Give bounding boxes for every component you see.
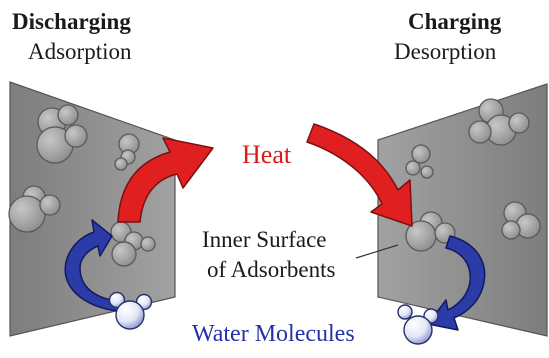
heat-arrow-left xyxy=(117,137,214,223)
right-pore-cluster xyxy=(405,98,541,252)
water-arrow-left xyxy=(64,219,133,313)
inner-surface-label-line1: Inner Surface xyxy=(202,227,327,252)
right-adsorbent-panel xyxy=(377,83,548,337)
left-adsorbent-panel xyxy=(8,81,176,337)
discharging-heading: Discharging xyxy=(12,9,131,34)
heat-arrow-right xyxy=(306,123,413,227)
water-molecules-label: Water Molecules xyxy=(192,321,355,347)
heat-label: Heat xyxy=(242,140,292,169)
inner-surface-label-line2: of Adsorbents xyxy=(207,257,336,282)
adsorption-label: Adsorption xyxy=(28,39,132,64)
inner-surface-leader-line xyxy=(355,244,399,259)
desorption-label: Desorption xyxy=(394,39,497,64)
water-molecule-icon xyxy=(108,291,153,330)
left-pore-cluster xyxy=(8,104,156,267)
water-molecule-icon xyxy=(397,304,439,345)
charging-heading: Charging xyxy=(408,9,502,34)
